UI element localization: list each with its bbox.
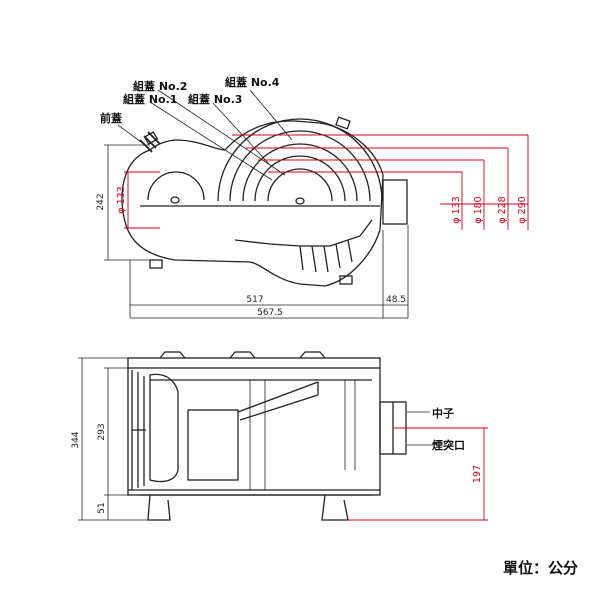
dim-293: 293 [97,423,107,440]
left-foot [147,494,171,521]
center-knob [295,197,305,205]
dim-197: 197 [472,465,483,483]
lid-no3-arc [242,143,358,202]
top-view-outline [121,120,384,287]
dim-phi-133-left: φ 133 [116,186,127,213]
right-foot [321,494,349,521]
lid-no1-label: 組蓋 No.1 [123,92,177,106]
dim-517: 517 [246,295,263,305]
lid-no2-label: 組蓋 No.2 [133,79,187,93]
chimney-stub-top [382,179,408,225]
top-rim-bumps [159,351,326,359]
side-dims [78,357,150,521]
handle-bottom-right [339,275,353,285]
lid-no2-arc [254,155,346,202]
dim-phi-290: φ 290 [517,196,528,223]
dim-48-5: 48.5 [386,295,406,305]
front-lid-arc [147,171,205,201]
outer-ring-arc [217,118,383,202]
lid-no1-arc [267,168,333,202]
chimney-label: 煙突口 [432,438,465,452]
side-front-door [131,370,146,490]
diagonal-divider [237,381,319,421]
top-view [117,89,408,287]
dim-51: 51 [97,502,107,513]
top-dims [104,144,409,319]
handle-bottom-left [149,259,163,269]
front-lid-knob [170,196,180,204]
lid-no4-label: 組蓋 No.4 [225,75,280,89]
red-dims-top [124,134,529,230]
handle-top-right [335,116,351,130]
side-leaders [407,411,432,446]
unit-label: 單位：公分 [502,559,578,577]
dim-phi-133: φ 133 [451,196,462,223]
handle-top-left [143,131,159,145]
side-upper-panel [149,373,179,483]
side-view [127,351,432,521]
side-bottom-frame [128,489,380,496]
grille [234,219,373,273]
lid-no3-label: 組蓋 No.3 [188,92,242,106]
dim-242: 242 [96,193,106,210]
inner-box [187,409,239,481]
hatch-mark [139,131,161,153]
dim-567-5: 567.5 [257,308,283,318]
dim-344: 344 [71,431,81,448]
front-lid-label: 前蓋 [100,111,122,125]
dim-phi-228: φ 228 [497,196,508,223]
lid-no4-arc [229,130,371,202]
side-body [127,357,381,496]
dim-phi-180: φ 180 [473,196,484,223]
red-dims-side [348,427,488,521]
middle-label: 中子 [432,406,454,420]
leader-lines [117,89,293,181]
